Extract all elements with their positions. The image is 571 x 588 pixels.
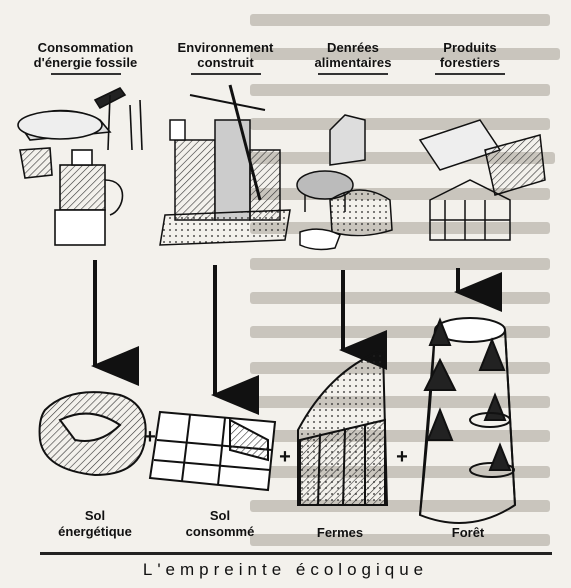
baseline-divider (40, 552, 552, 555)
destination-label-energy-land: Sol énergétique (45, 508, 145, 540)
plus-sign-1: + (140, 430, 160, 445)
plus-sign-3: + (392, 450, 412, 465)
diagram-caption: L'empreinte écologique (0, 560, 571, 580)
food-illustration (297, 115, 392, 249)
destination-label-farms: Fermes (290, 525, 390, 541)
forest-illustration (420, 318, 515, 523)
fossil-energy-illustration (18, 88, 142, 245)
destination-label-consumed-land: Sol consommé (170, 508, 270, 540)
farms-illustration (298, 350, 387, 505)
destination-label-forest: Forêt (418, 525, 518, 541)
diagram-artwork (0, 0, 571, 560)
consumed-land-illustration (150, 412, 275, 490)
energy-land-illustration (40, 392, 146, 475)
plus-sign-2: + (275, 450, 295, 465)
built-environment-illustration (160, 85, 290, 245)
forest-products-illustration (420, 120, 545, 240)
